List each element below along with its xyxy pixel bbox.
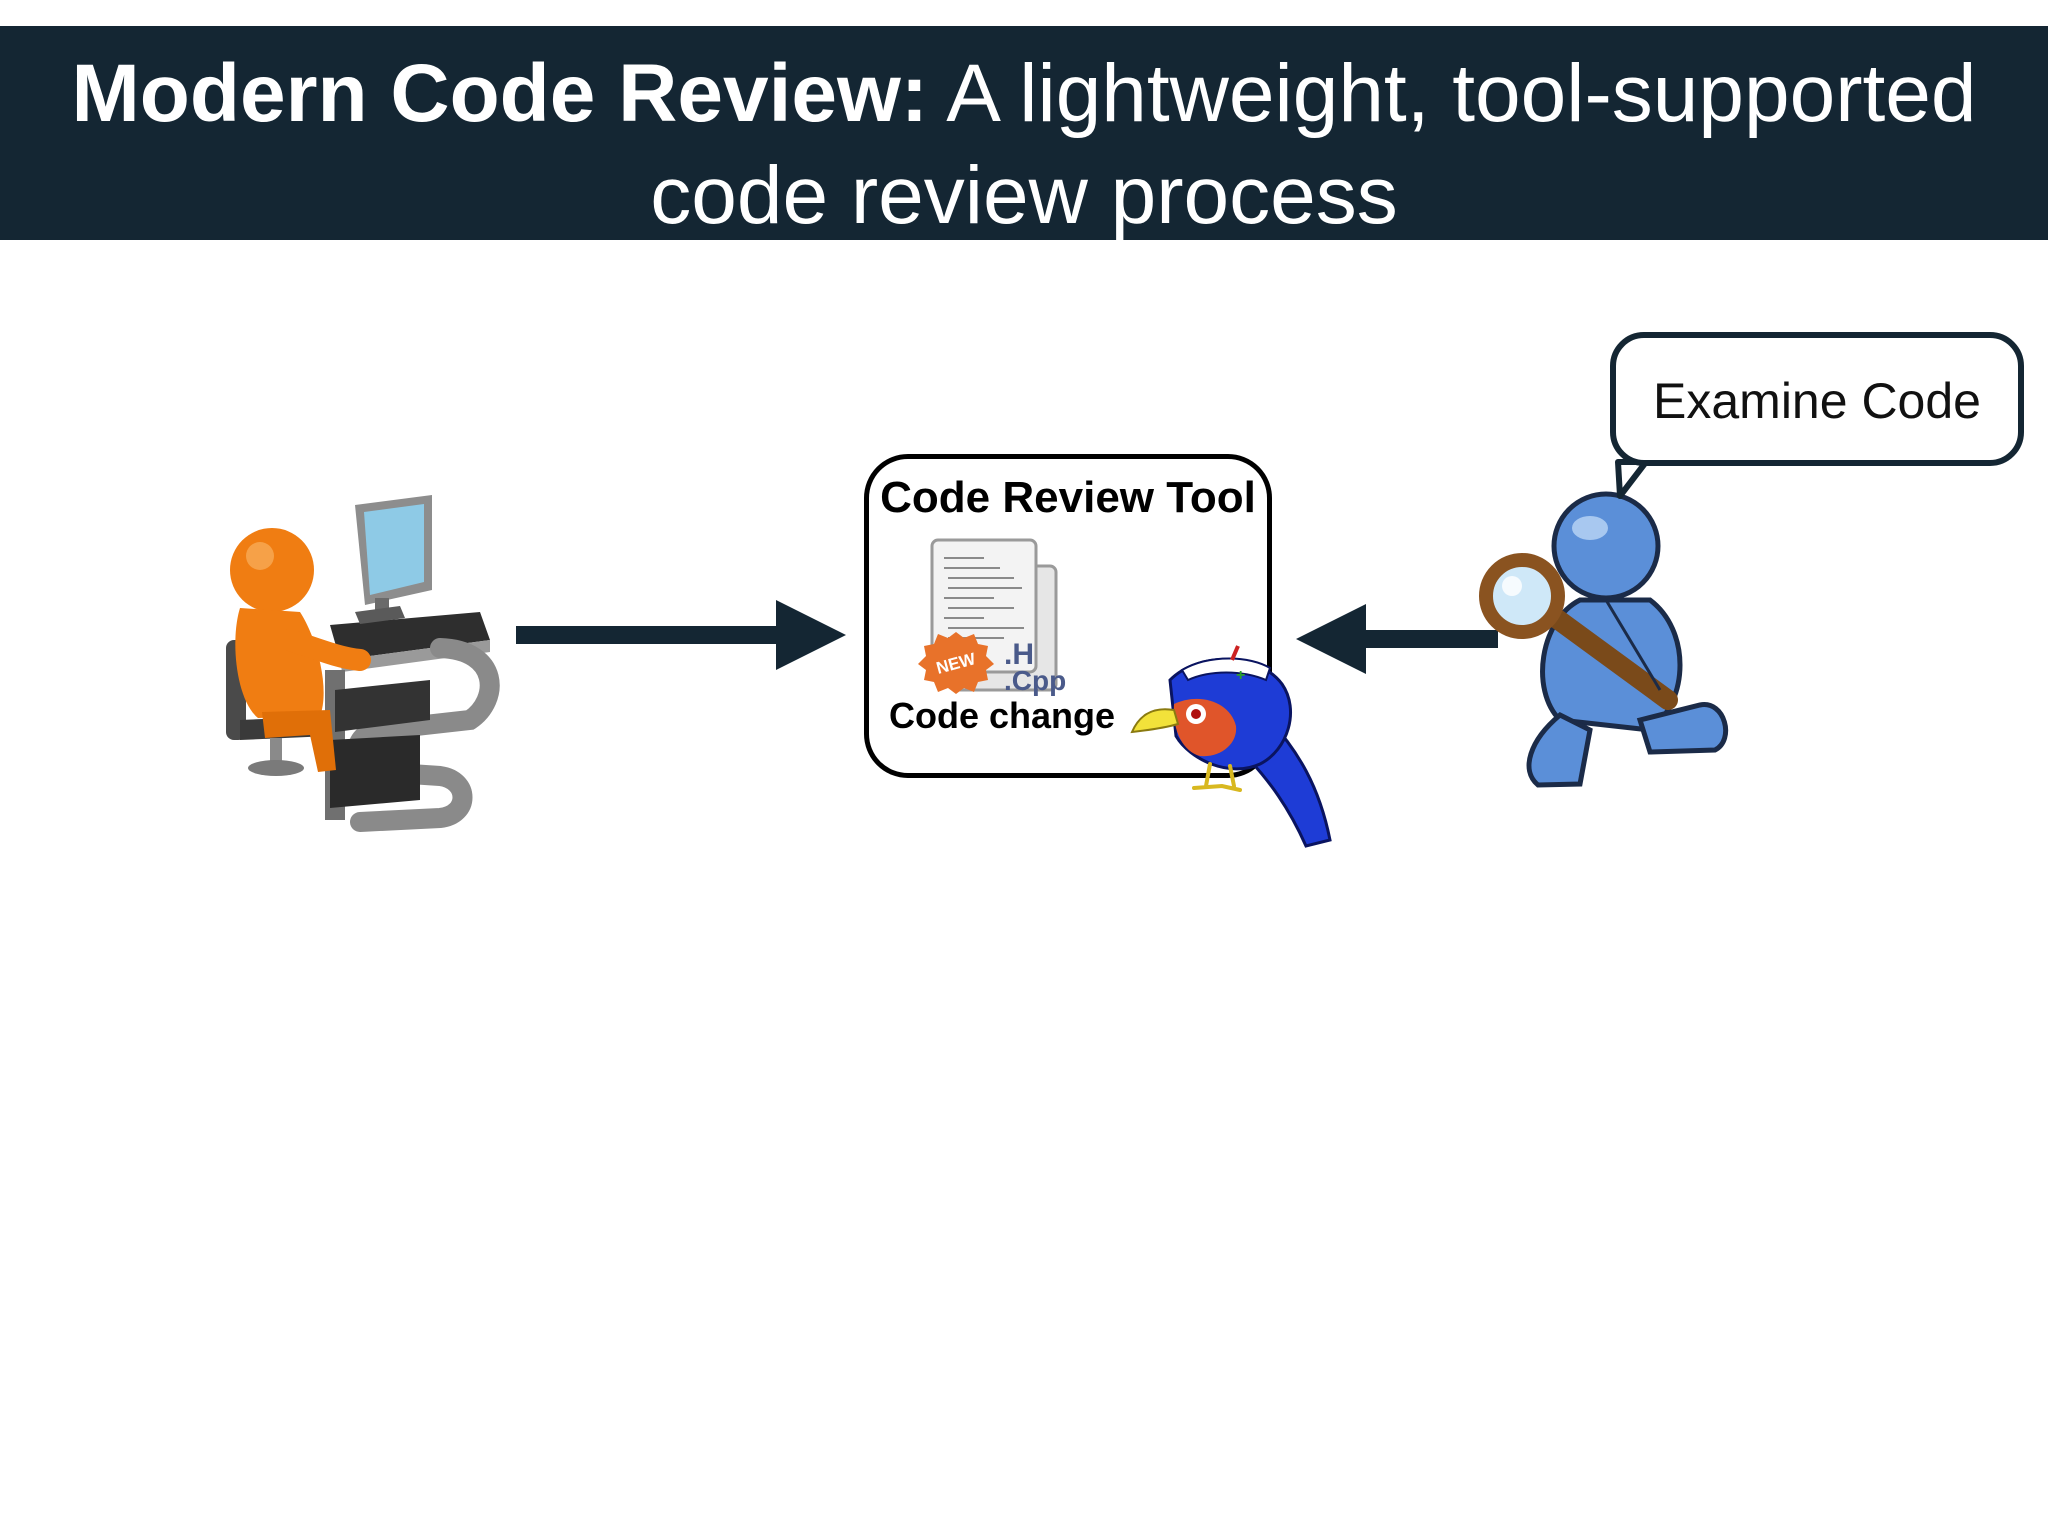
arrow-to-tool bbox=[516, 600, 846, 670]
code-change-label: Code change bbox=[889, 695, 1116, 736]
speech-pointer bbox=[1615, 459, 1649, 499]
svg-text:+: + bbox=[1236, 667, 1245, 684]
person-at-computer-icon bbox=[226, 495, 500, 832]
slide-title-light: A lightweight, tool-supported bbox=[928, 48, 1977, 139]
code-review-tool-box: Code Review Tool .H .Cpp NEW Code change bbox=[864, 454, 1272, 778]
arrow-from-reviewer bbox=[1296, 604, 1498, 674]
header-bar: Modern Code Review: A lightweight, tool-… bbox=[0, 26, 2048, 241]
file-ext-cpp: .Cpp bbox=[1004, 665, 1066, 696]
slide-title-bold: Modern Code Review: bbox=[71, 48, 929, 139]
code-files-icon: .H .Cpp NEW bbox=[918, 538, 1066, 696]
person-with-magnifier-icon bbox=[1479, 491, 1729, 788]
slide-title-line2: code review process bbox=[650, 150, 1398, 241]
tool-title: Code Review Tool bbox=[880, 473, 1256, 522]
new-badge-icon: NEW bbox=[918, 632, 994, 694]
speech-bubble: Examine Code bbox=[1610, 332, 2024, 466]
file-ext-h: .H bbox=[1004, 638, 1034, 671]
speech-bubble-text: Examine Code bbox=[1653, 373, 1981, 429]
gerrit-bird-icon: + bbox=[1130, 645, 1332, 848]
slide-title: Modern Code Review: A lightweight, tool-… bbox=[0, 44, 2048, 144]
